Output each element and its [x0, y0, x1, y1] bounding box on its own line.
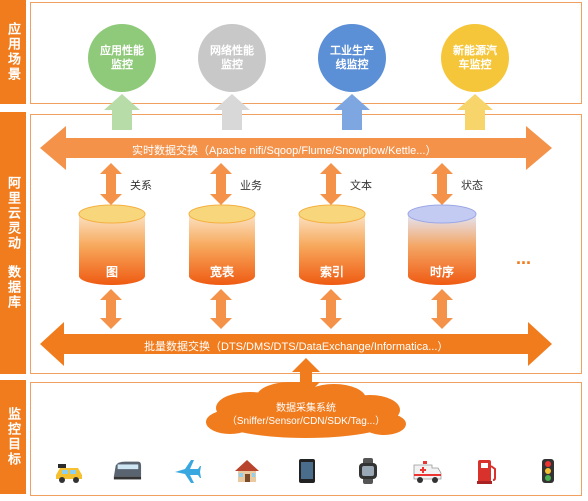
fuel-pump-icon: [472, 458, 502, 484]
watch-icon: [353, 458, 383, 484]
section-label-targets: 监控目标: [0, 380, 26, 494]
airplane-icon: [172, 458, 202, 484]
scenario-arrow-2: [214, 94, 250, 130]
scenario-arrow-1: [104, 94, 140, 130]
relation-label-4: 状态: [461, 180, 483, 192]
relation-label-2: 业务: [240, 180, 262, 192]
relation-label-3: 文本: [350, 180, 372, 192]
realtime-bar: [40, 126, 552, 170]
db-cylinder-widetable: [188, 204, 256, 285]
collection-cloud: [206, 382, 406, 438]
scenario-network-performance: 网络性能监控: [198, 24, 266, 92]
collection-title: 数据采集系统: [276, 403, 336, 414]
collection-subtitle: （Sniffer/Sensor/CDN/SDK/Tag...）: [226, 416, 386, 427]
batch-arrow-2: [210, 289, 232, 329]
traffic-light-icon: [533, 458, 563, 484]
batch-bar: [40, 322, 552, 366]
relation-arrow-1: [100, 163, 122, 205]
batch-bar-label: 批量数据交换（DTS/DMS/DTS/DataExchange/Informat…: [144, 341, 449, 353]
db-cylinder-index: [298, 204, 366, 285]
db-label-graph: 图: [105, 265, 118, 279]
db-cylinder-graph: [78, 204, 146, 285]
ambulance-icon: [412, 459, 442, 485]
relation-label-1: 关系: [130, 180, 152, 192]
scenario-app-performance: 应用性能监控: [88, 24, 156, 92]
db-label-widetable: 宽表: [209, 265, 234, 279]
realtime-bar-label: 实时数据交换（Apache nifi/Sqoop/Flume/Snowplow/…: [132, 145, 437, 157]
batch-arrow-3: [320, 289, 342, 329]
scenario-new-energy-vehicle: 新能源汽车监控: [441, 24, 509, 92]
more-databases-ellipsis: ...: [516, 248, 532, 268]
relation-arrow-2: [210, 163, 232, 205]
phone-icon: [292, 458, 322, 484]
db-cylinder-timeseries: [407, 204, 477, 285]
section-label-database: 阿里云灵动 数据库: [0, 112, 26, 374]
section-label-scenarios: 应用场景: [0, 0, 26, 104]
house-icon: [232, 458, 262, 484]
taxi-icon: [54, 460, 84, 486]
db-label-timeseries: 时序: [429, 265, 454, 279]
relation-arrow-3: [320, 163, 342, 205]
scenario-arrow-4: [457, 94, 493, 130]
train-icon: [112, 458, 142, 484]
scenario-industrial-line: 工业生产线监控: [318, 24, 386, 92]
relation-arrow-4: [431, 163, 453, 205]
scenario-arrow-3: [334, 94, 370, 130]
batch-arrow-4: [431, 289, 453, 329]
db-label-index: 索引: [319, 265, 344, 279]
batch-arrow-1: [100, 289, 122, 329]
